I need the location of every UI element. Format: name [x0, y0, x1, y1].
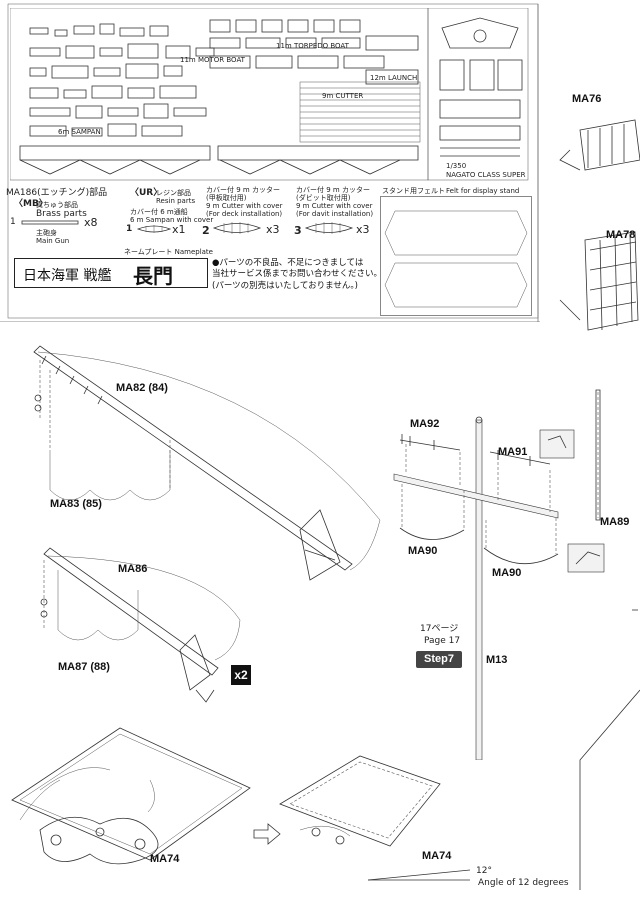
main-gun-barrel-drawing — [21, 220, 79, 225]
cutter-davit-sub-jp: (ダビット取付用) — [296, 194, 351, 202]
brass-title-jp: 真ちゅう部品 — [36, 201, 78, 209]
label-ma92: MA92 — [410, 418, 440, 430]
label-ma74-right: MA74 — [422, 850, 452, 862]
fret-label-motor-boat: 11m MOTOR BOAT — [180, 56, 245, 64]
hull-edge-lines — [579, 689, 640, 890]
step-badge: Step7 — [416, 651, 462, 668]
brass-code: 〈MB〉 — [14, 199, 48, 209]
parts-sheet: 11m TORPEDO BOAT 12m LAUNCH 9m CUTTER 11… — [0, 0, 640, 322]
angle-text: Angle of 12 degrees — [478, 878, 569, 888]
fret-label-class: NAGATO CLASS SUPER — [446, 171, 526, 179]
fret-label-scale: 1/350 — [446, 162, 467, 170]
fret-label-launch: 12m LAUNCH — [370, 74, 418, 82]
fret-label-torpedo-boat: 11m TORPEDO BOAT — [276, 42, 349, 50]
cutter-deck-title-en: 9 m Cutter with cover — [206, 202, 283, 210]
sampan-label-en: 6 m Sampan with cover — [130, 216, 214, 224]
label-ma90-left: MA90 — [408, 545, 438, 557]
label-ma76: MA76 — [572, 93, 602, 105]
defect-notice-line-2: 当社サービス係までお問い合わせください。 — [212, 269, 383, 280]
platform-drawings — [11, 727, 470, 881]
sampan-drawing — [136, 225, 172, 233]
main-gun-label-jp: 主砲身 — [36, 229, 57, 237]
label-ma74-left: MA74 — [150, 853, 180, 865]
page-ref-jp: 17ページ — [420, 624, 459, 634]
parts-sheet-border — [0, 3, 540, 322]
angle-value: 12° — [476, 866, 492, 876]
felt-title-jp: スタンド用フェルト — [382, 187, 445, 195]
resin-title-en: Resin parts — [156, 197, 196, 205]
defect-notice-line-3: (パーツの別売はいたしておりません。) — [212, 280, 358, 291]
resin-code: 〈UR〉 — [130, 188, 163, 198]
page-ref-en: Page 17 — [424, 636, 461, 646]
label-ma83: MA83 (85) — [50, 498, 102, 510]
cutter-davit-quantity: x3 — [356, 223, 370, 236]
sampan-label-jp: カバー付 6 m通船 — [130, 208, 188, 216]
mast-assembly-drawing — [393, 389, 638, 760]
cutter-deck-sub-jp: (甲板取付用) — [206, 194, 247, 202]
brass-quantity: x8 — [84, 216, 98, 229]
label-ma91: MA91 — [498, 446, 528, 458]
cutter-deck-sub-en: (For deck installation) — [206, 210, 283, 218]
label-m13: M13 — [486, 654, 508, 666]
label-ma78: MA78 — [606, 229, 636, 241]
label-ma87: MA87 (88) — [58, 661, 110, 673]
brass-section-header: MA186(エッチング)部品 — [6, 188, 108, 198]
defect-notice-line-1: ●パーツの不良品、不足につきましては — [212, 258, 364, 268]
cutter-deck-drawing — [212, 222, 262, 234]
felt-title-en: Felt for display stand — [446, 187, 520, 195]
quantity-badge-x2: x2 — [231, 665, 251, 685]
fret-label-sampan: 6m SAMPAN — [58, 128, 101, 136]
brass-part-number: 1 — [10, 217, 16, 227]
label-ma89: MA89 — [600, 516, 630, 528]
sampan-part-number: 1 — [126, 224, 133, 234]
cutter-davit-part-number: 3 — [294, 224, 302, 237]
felt-pieces-drawing — [384, 210, 528, 308]
cutter-deck-quantity: x3 — [266, 223, 280, 236]
label-ma82: MA82 (84) — [116, 382, 168, 394]
felt-sheet — [380, 196, 532, 316]
cutter-davit-sub-en: (For davit installation) — [296, 210, 374, 218]
resin-title-jp: レジン部品 — [156, 189, 191, 197]
crane-jib-drawings — [33, 345, 381, 703]
cutter-davit-title-en: 9 m Cutter with cover — [296, 202, 373, 210]
nameplate-text-left: 日本海軍 戦艦 — [23, 268, 112, 284]
etched-fret-drawing — [10, 8, 529, 181]
cutter-davit-drawing — [304, 222, 354, 234]
nameplate: 日本海軍 戦艦 長門 — [14, 258, 208, 288]
main-gun-label-en: Main Gun — [36, 237, 70, 245]
cutter-deck-title-jp: カバー付 9 m カッター — [206, 186, 280, 194]
label-ma86: MA86 — [118, 563, 148, 575]
nameplate-label: ネームプレート Nameplate — [124, 248, 213, 256]
label-ma90-right: MA90 — [492, 567, 522, 579]
fret-label-cutter: 9m CUTTER — [322, 92, 364, 100]
right-edge-drawings — [559, 119, 640, 331]
cutter-davit-title-jp: カバー付 9 m カッター — [296, 186, 370, 194]
defect-notice: ●パーツの不良品、不足につきましては 当社サービス係までお問い合わせください。 … — [212, 258, 382, 292]
sampan-quantity: x1 — [172, 223, 186, 236]
nameplate-text-right: 長門 — [133, 264, 173, 288]
brass-title-en: Brass parts — [36, 209, 87, 219]
cutter-deck-part-number: 2 — [202, 224, 210, 237]
